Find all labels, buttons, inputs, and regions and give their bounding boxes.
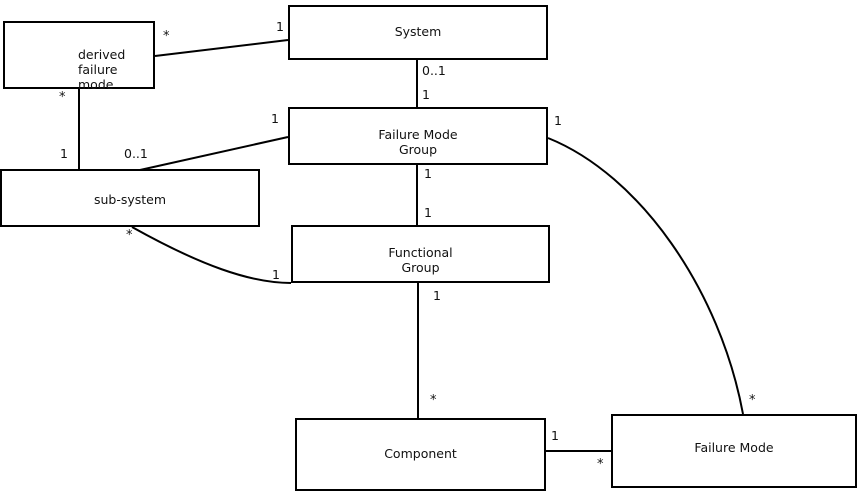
multiplicity-m-fmg-sub-one: 1 [271,111,279,126]
multiplicity-m-fg-sub-one: 1 [272,267,280,282]
multiplicity-m-dfm-sub-star: * [59,90,66,105]
class-box-failure-mode[interactable]: Failure Mode [611,414,857,488]
multiplicity-m-component-fm-one: 1 [551,428,559,443]
multiplicity-m-fg-fmg-one: 1 [424,205,432,220]
multiplicity-m-system-fmg-zero-one: 0..1 [422,63,446,78]
multiplicity-m-fm-fmg-star: * [749,393,756,408]
multiplicity-m-fmg-fg-one: 1 [424,166,432,181]
multiplicity-m-system-dfm-one: 1 [276,19,284,34]
class-box-functional-group[interactable]: Functional Group [291,225,550,283]
multiplicity-m-component-fg-star: * [430,393,437,408]
class-box-derived-failure-mode[interactable]: derived failure mode [3,21,155,92]
class-box-component[interactable]: Component [295,418,546,491]
multiplicity-m-dfm-system-star: * [163,29,170,44]
multiplicity-m-sub-fmg-zero-one: 0..1 [124,146,148,161]
class-name-functional-group: Functional Group [388,245,453,275]
class-name-sub-system: sub-system [93,192,167,207]
class-name-failure-mode: Failure Mode [694,440,774,455]
class-box-failure-mode-group[interactable]: Failure Mode Group [288,107,548,165]
association-derived-failure-mode--system [154,39,289,57]
class-name-system: System [394,24,442,39]
multiplicity-m-fm-component-star: * [597,457,604,472]
association-sub-system--failure-mode-group [139,136,289,171]
class-box-sub-system[interactable]: sub-system [0,169,260,227]
association-sub-system--functional-group [131,226,292,284]
multiplicity-m-fg-component-one: 1 [433,288,441,303]
class-box-system[interactable]: System [288,5,548,60]
class-name-component: Component [384,446,457,461]
class-name-failure-mode-group: Failure Mode Group [378,127,458,157]
multiplicity-m-sub-dfm-one: 1 [60,146,68,161]
class-name-derived-failure-mode: derived failure mode [78,47,126,92]
association-failure-mode-group--failure-mode [547,137,744,415]
multiplicity-m-sub-fg-star: * [126,228,133,243]
multiplicity-m-fmg-system-one: 1 [422,87,430,102]
multiplicity-m-fmg-fm-one: 1 [554,113,562,128]
